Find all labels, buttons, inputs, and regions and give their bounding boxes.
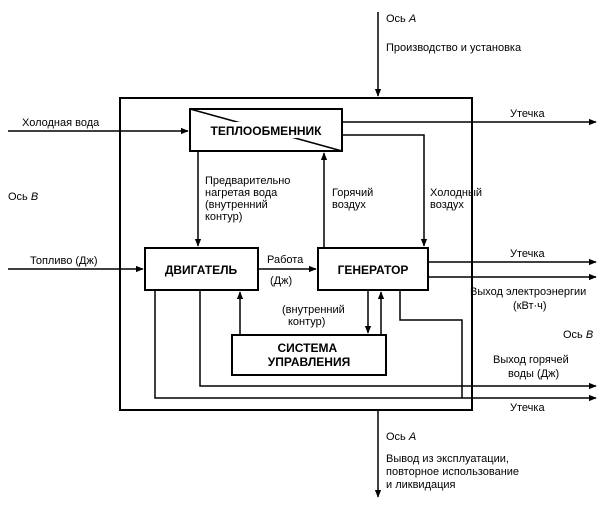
hot-air-label: Горячий воздух xyxy=(332,187,376,211)
hot-water-arrow xyxy=(199,290,597,390)
fuel-label: Топливо (Дж) xyxy=(30,255,98,267)
generator-box: ГЕНЕРАТОР xyxy=(317,247,429,291)
axis-b-right-label: Ось В xyxy=(563,329,593,341)
heat-exchanger-box: ТЕПЛООБМЕННИК xyxy=(189,108,343,152)
control-system-label: СИСТЕМА УПРАВЛЕНИЯ xyxy=(268,341,350,369)
hot-water-label: Выход горячей воды (Дж) xyxy=(493,354,572,380)
system-boundary xyxy=(119,97,473,411)
generator-label: ГЕНЕРАТОР xyxy=(338,263,409,277)
axis-a-top-label: Производство и установка xyxy=(386,42,522,54)
inner-loop-label: (внутренний контур) xyxy=(282,304,348,328)
leak-bottom-arrow xyxy=(154,290,597,402)
axis-a-bottom-title: Ось А xyxy=(386,431,416,443)
leak-mid-label: Утечка xyxy=(510,248,545,260)
axis-b-left-label: Ось В xyxy=(8,191,38,203)
cold-air-label: Холодный воздух xyxy=(430,187,485,211)
heat-exchanger-label: ТЕПЛООБМЕННИК xyxy=(211,124,323,138)
cold-water-label: Холодная вода xyxy=(22,117,100,129)
leak-bottom-generator-link xyxy=(399,290,463,398)
electricity-label: Выход электроэнергии (кВт·ч) xyxy=(470,286,589,312)
work-label: Работа (Дж) xyxy=(267,254,306,287)
leak-top-label: Утечка xyxy=(510,108,545,120)
preheated-water-label: Предварительно нагретая вода (внутренний… xyxy=(205,175,294,223)
cold-air-arrow xyxy=(342,134,428,247)
engine-label: ДВИГАТЕЛЬ xyxy=(165,263,238,277)
leak-bottom-label: Утечка xyxy=(510,402,545,414)
control-system-box: СИСТЕМА УПРАВЛЕНИЯ xyxy=(231,334,387,376)
axis-a-top-title: Ось А xyxy=(386,13,416,25)
axis-a-bottom-label: Вывод из эксплуатации, повторное использ… xyxy=(386,453,522,491)
engine-box: ДВИГАТЕЛЬ xyxy=(144,247,259,291)
